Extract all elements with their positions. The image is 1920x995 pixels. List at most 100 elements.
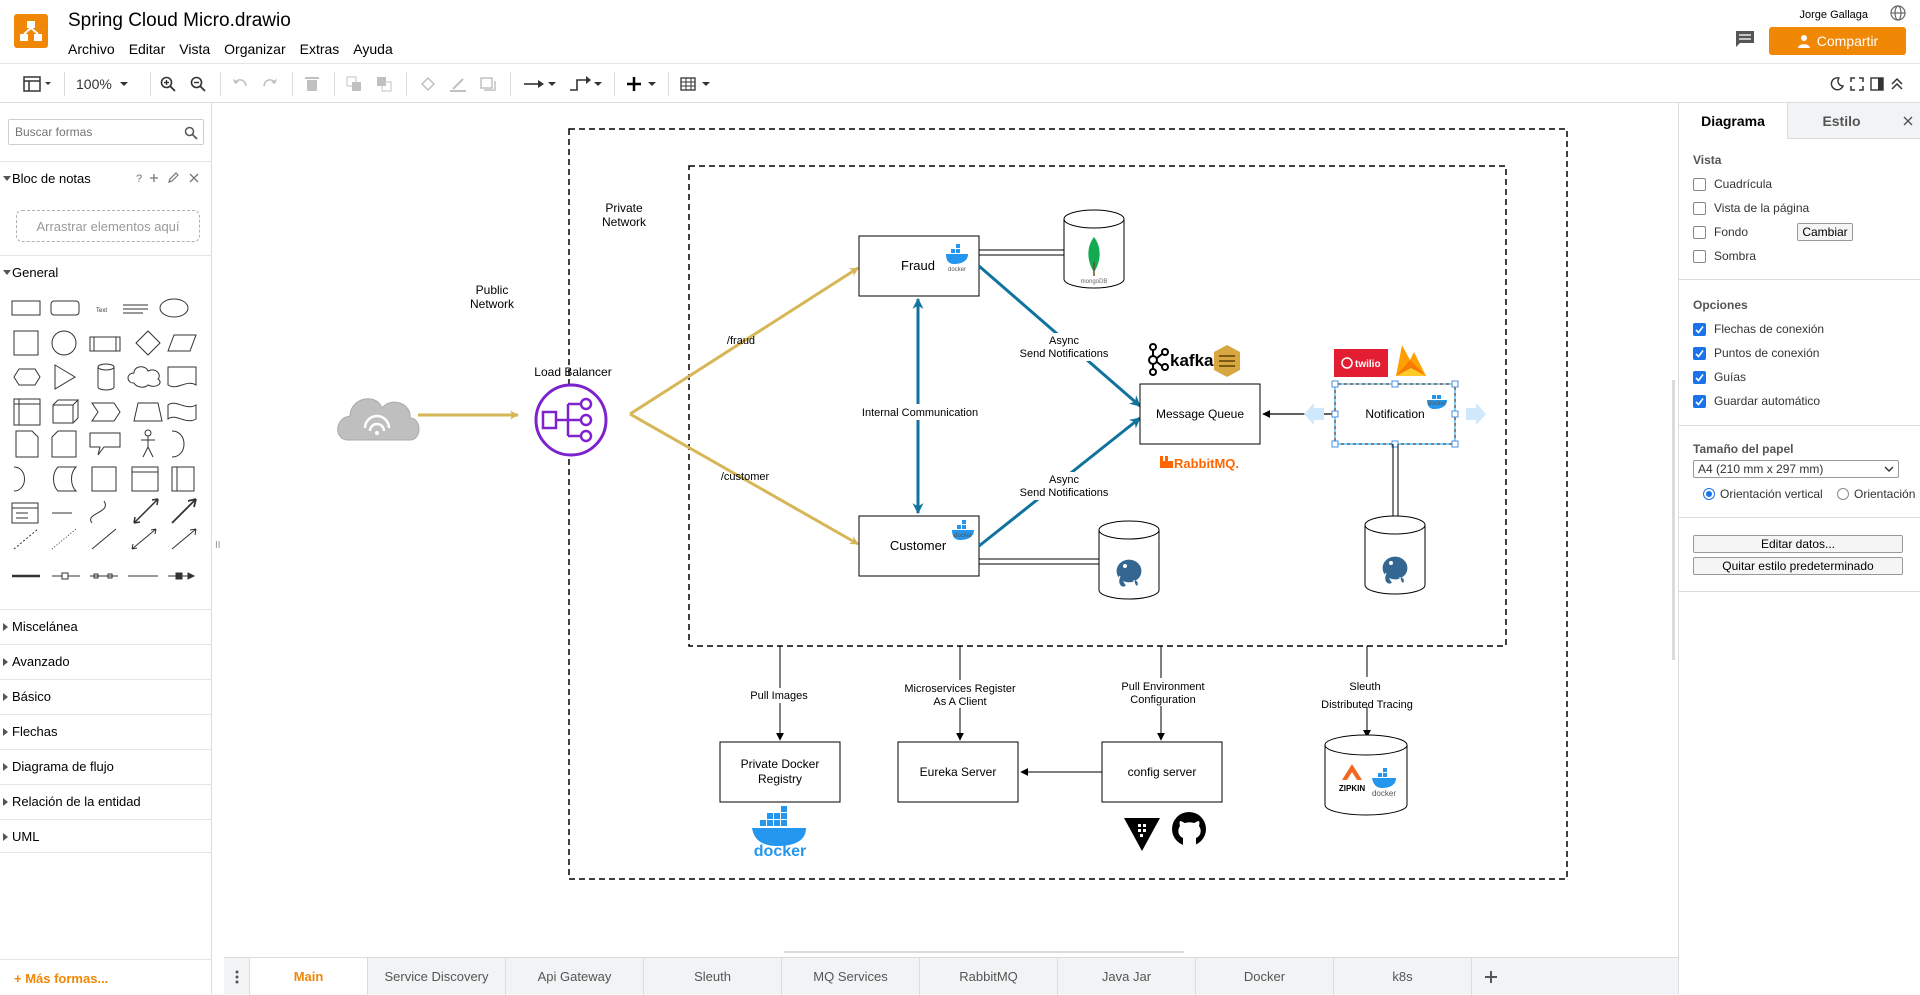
insert-icon[interactable] — [624, 73, 660, 95]
checkbox-box[interactable] — [1693, 370, 1706, 384]
line-color-icon[interactable] — [448, 73, 468, 95]
menu-vista[interactable]: Vista — [179, 41, 211, 57]
comments-icon[interactable] — [1735, 30, 1755, 53]
scratchpad-add-icon[interactable] — [149, 171, 159, 186]
sidebar-section-uml[interactable]: UML — [0, 819, 211, 853]
search-shapes-input[interactable] — [8, 119, 204, 145]
scratchpad-dropzone[interactable]: Arrastrar elementos aquí — [16, 210, 200, 242]
customer-service-box[interactable]: Customer docker — [858, 515, 980, 577]
connection-icon[interactable] — [522, 73, 558, 95]
tab-estilo[interactable]: Estilo — [1787, 103, 1895, 139]
sidebar-section-diagrama-de-flujo[interactable]: Diagrama de flujo — [0, 749, 211, 783]
customer-postgres-database[interactable] — [1098, 520, 1160, 600]
search-icon[interactable] — [184, 126, 198, 145]
config-server-box[interactable]: config server — [1101, 741, 1223, 803]
sidebar-section-avanzado[interactable]: Avanzado — [0, 644, 211, 678]
general-section-header[interactable]: General — [0, 255, 211, 289]
scratchpad-edit-icon[interactable] — [168, 171, 179, 186]
shadow-icon[interactable] — [478, 73, 498, 95]
format-panel-icon[interactable] — [1868, 73, 1886, 95]
menu-extras[interactable]: Extras — [299, 41, 340, 57]
vertical-scrollbar[interactable] — [1672, 380, 1675, 660]
zoom-out-icon[interactable] — [188, 73, 208, 95]
close-panel-icon[interactable] — [1895, 103, 1920, 139]
sidebar-section-basico[interactable]: Básico — [0, 679, 211, 713]
waypoints-icon[interactable] — [568, 73, 604, 95]
more-shapes-button[interactable]: + Más formas... — [14, 971, 109, 986]
message-queue-box[interactable]: Message Queue — [1139, 383, 1261, 445]
tab-java-jar[interactable]: Java Jar — [1058, 958, 1196, 995]
menu-editar[interactable]: Editar — [128, 41, 166, 57]
collapse-icon[interactable] — [1888, 73, 1906, 95]
load-balancer-icon[interactable] — [534, 383, 608, 457]
checkbox-box[interactable] — [1693, 249, 1706, 263]
table-icon[interactable] — [678, 73, 714, 95]
checkbox-grid[interactable]: Cuadrícula — [1693, 177, 1772, 191]
checkbox-box[interactable] — [1693, 225, 1706, 239]
checkbox-box[interactable] — [1693, 201, 1706, 215]
notification-service-box[interactable]: Notification docker — [1334, 383, 1456, 445]
menu-organizar[interactable]: Organizar — [224, 41, 286, 57]
drawio-logo-icon[interactable] — [14, 14, 48, 48]
clear-default-style-button[interactable]: Quitar estilo predeterminado — [1693, 557, 1903, 575]
sidebar-section-relacion-entidad[interactable]: Relación de la entidad — [0, 784, 211, 818]
to-front-icon[interactable] — [344, 73, 364, 95]
selection-handles[interactable] — [1331, 380, 1459, 448]
radio-portrait-dot[interactable] — [1703, 488, 1715, 500]
checkbox-connection-arrows[interactable]: Flechas de conexión — [1693, 322, 1824, 336]
user-name[interactable]: Jorge Gallaga — [1799, 9, 1869, 21]
tab-api-gateway[interactable]: Api Gateway — [506, 958, 644, 995]
to-back-icon[interactable] — [374, 73, 394, 95]
zoom-dropdown[interactable]: 100% — [76, 73, 134, 95]
change-background-button[interactable]: Cambiar — [1797, 223, 1853, 241]
share-button[interactable]: Compartir — [1769, 27, 1906, 55]
zoom-in-icon[interactable] — [158, 73, 178, 95]
hover-connect-arrows[interactable] — [1304, 403, 1486, 425]
tab-main[interactable]: Main — [250, 958, 368, 995]
route-fraud-arrow[interactable] — [629, 266, 859, 416]
notification-postgres-database[interactable] — [1364, 515, 1426, 595]
tab-sleuth[interactable]: Sleuth — [644, 958, 782, 995]
tab-docker[interactable]: Docker — [1196, 958, 1334, 995]
tab-mq-services[interactable]: MQ Services — [782, 958, 920, 995]
view-panel-icon[interactable] — [20, 73, 56, 95]
fullscreen-icon[interactable] — [1848, 73, 1866, 95]
sidebar-section-miscelanea[interactable]: Miscelánea — [0, 609, 211, 643]
internet-cloud-icon[interactable] — [337, 398, 420, 441]
sidebar-section-flechas[interactable]: Flechas — [0, 714, 211, 748]
checkbox-box[interactable] — [1693, 177, 1706, 191]
language-globe-icon[interactable] — [1888, 3, 1908, 23]
checkbox-background[interactable]: Fondo — [1693, 225, 1748, 239]
general-shape-palette[interactable]: Text — [8, 291, 204, 591]
dark-mode-icon[interactable] — [1828, 73, 1846, 95]
zipkin-database[interactable]: ZIPKIN docker — [1324, 734, 1408, 816]
paper-size-select[interactable]: A4 (210 mm x 297 mm) — [1693, 460, 1899, 478]
radio-landscape[interactable]: Orientación — [1837, 487, 1915, 501]
public-network-boundary[interactable] — [568, 128, 1568, 880]
checkbox-shadow[interactable]: Sombra — [1693, 249, 1756, 263]
sidebar-splitter-handle[interactable]: II — [215, 540, 221, 551]
checkbox-connection-points[interactable]: Puntos de conexión — [1693, 346, 1819, 360]
eureka-server-box[interactable]: Eureka Server — [897, 741, 1019, 803]
radio-landscape-dot[interactable] — [1837, 488, 1849, 500]
checkbox-guides[interactable]: Guías — [1693, 370, 1746, 384]
scratchpad-header[interactable]: Bloc de notas ? — [0, 161, 211, 195]
checkbox-box[interactable] — [1693, 394, 1706, 408]
tab-k8s[interactable]: k8s — [1334, 958, 1472, 995]
scratchpad-close-icon[interactable] — [189, 171, 199, 186]
fraud-service-box[interactable]: Fraud docker — [858, 235, 980, 297]
menu-archivo[interactable]: Archivo — [68, 41, 115, 57]
document-title[interactable]: Spring Cloud Micro.drawio — [68, 10, 291, 31]
edit-data-button[interactable]: Editar datos... — [1693, 535, 1903, 553]
fill-color-icon[interactable] — [418, 73, 438, 95]
delete-icon[interactable] — [302, 73, 322, 95]
redo-icon[interactable] — [260, 73, 280, 95]
tab-diagrama[interactable]: Diagrama — [1701, 113, 1765, 129]
tab-service-discovery[interactable]: Service Discovery — [368, 958, 506, 995]
horizontal-scrollbar[interactable] — [784, 951, 1184, 953]
tab-rabbitmq[interactable]: RabbitMQ — [920, 958, 1058, 995]
page-menu-icon[interactable] — [224, 958, 250, 995]
